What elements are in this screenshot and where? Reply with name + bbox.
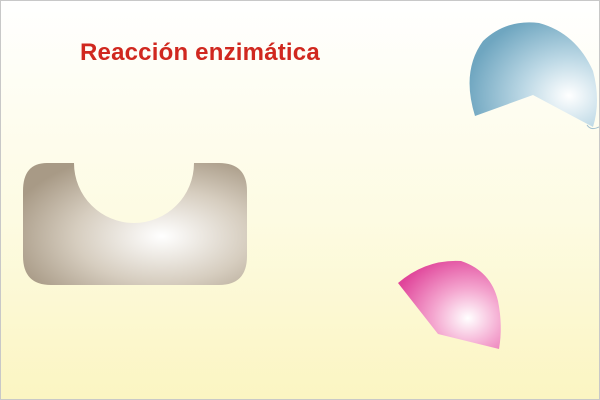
- blue-substrate-shape: [469, 22, 597, 128]
- enzyme-shape: [23, 163, 247, 285]
- diagram-title: Reacción enzimática: [80, 39, 320, 66]
- blue-substrate-edge: [586, 124, 599, 130]
- pink-substrate-shape: [398, 260, 501, 349]
